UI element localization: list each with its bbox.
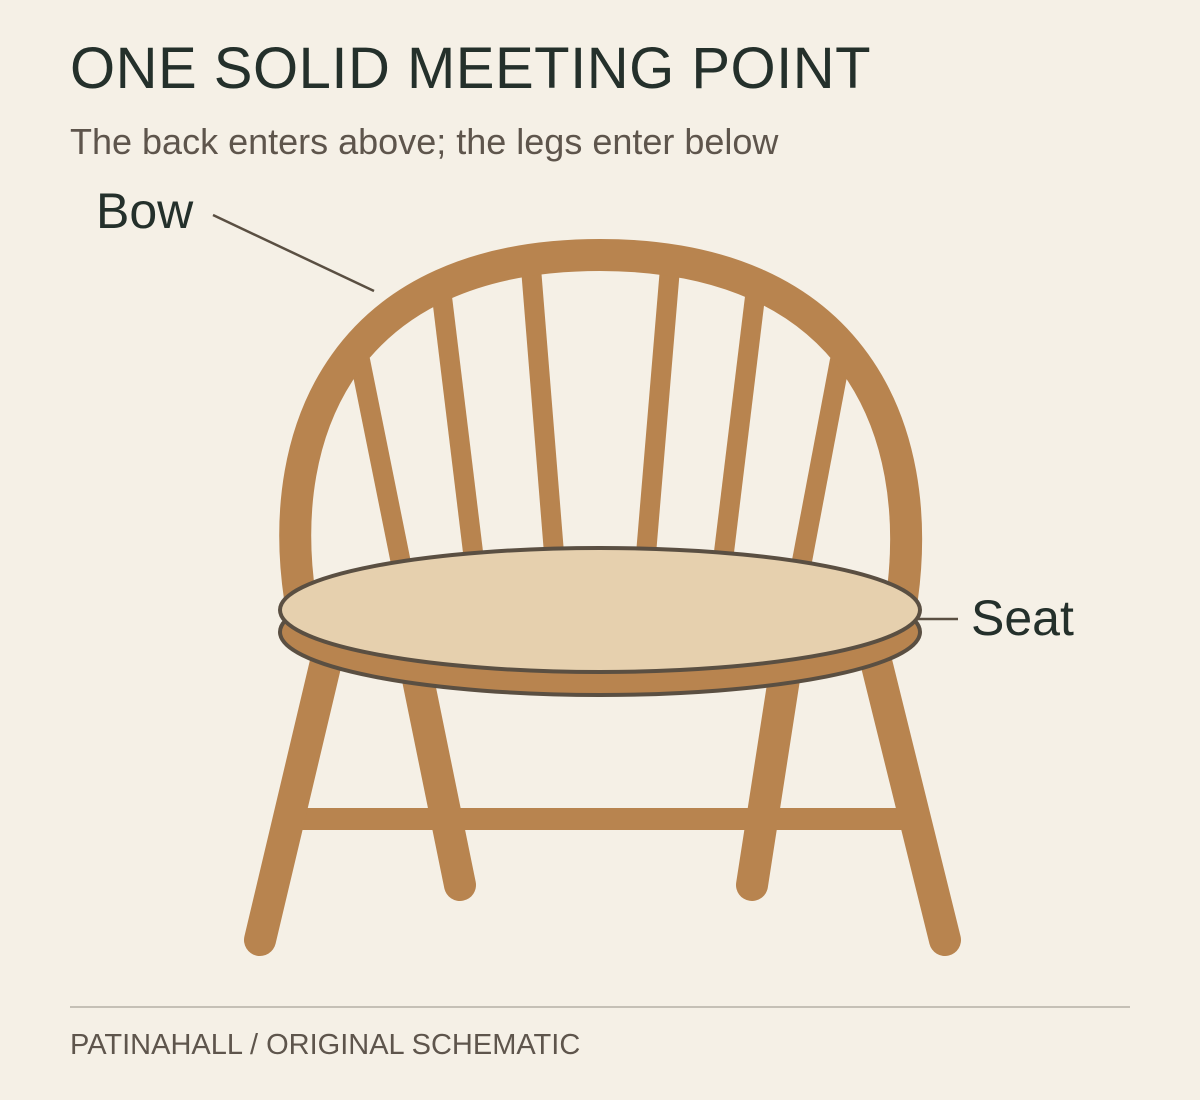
spindle-2 [432, 295, 487, 587]
bow [279, 238, 923, 601]
page-title: ONE SOLID MEETING POINT [70, 36, 872, 101]
spindle-3 [521, 267, 566, 579]
front-leg-right [856, 629, 961, 956]
footer-credit: PATINAHALL / ORIGINAL SCHEMATIC [70, 1029, 581, 1061]
page-subtitle: The back enters above; the legs enter be… [70, 121, 779, 162]
spindles [350, 267, 850, 600]
seat [278, 546, 922, 697]
seat-top [278, 546, 922, 674]
seat-label: Seat [971, 590, 1074, 646]
spindle-4 [634, 267, 680, 579]
spindle-1 [350, 358, 418, 600]
front-leg-left [244, 629, 346, 956]
footer-divider [70, 1006, 1130, 1008]
spindle-5 [710, 295, 765, 587]
bow-label: Bow [96, 183, 194, 239]
front-legs [244, 629, 961, 956]
bow-leader-line [212, 213, 375, 293]
spindle-6 [785, 358, 850, 600]
